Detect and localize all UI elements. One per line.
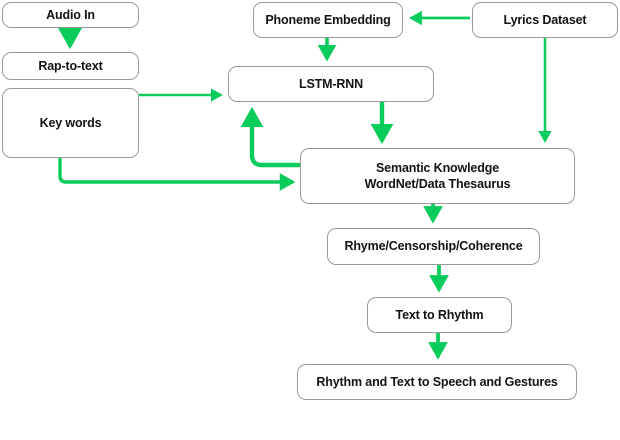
node-phoneme-embedding[interactable]: Phoneme Embedding (253, 2, 403, 38)
node-label: Lyrics Dataset (503, 12, 587, 27)
node-rhyme-censorship[interactable]: Rhyme/Censorship/Coherence (327, 228, 540, 265)
node-rhythm-speech[interactable]: Rhythm and Text to Speech and Gestures (297, 364, 577, 400)
edge-semantic-to-lstm (240, 106, 300, 168)
node-audio-in[interactable]: Audio In (2, 2, 139, 28)
node-label: LSTM-RNN (298, 76, 364, 91)
node-rap-to-text[interactable]: Rap-to-text (2, 52, 139, 80)
node-lyrics-dataset[interactable]: Lyrics Dataset (472, 2, 618, 38)
node-label: Semantic Knowledge WordNet/Data Thesauru… (364, 160, 511, 192)
node-label: Key words (39, 115, 102, 130)
node-key-words[interactable]: Key words (2, 88, 139, 158)
node-label: Rap-to-text (38, 58, 103, 73)
node-semantic-knowledge[interactable]: Semantic Knowledge WordNet/Data Thesauru… (300, 148, 575, 204)
node-label: Audio In (46, 7, 95, 22)
node-label: Text to Rhythm (395, 307, 484, 322)
node-text-to-rhythm[interactable]: Text to Rhythm (367, 297, 512, 333)
node-label: Rhyme/Censorship/Coherence (344, 239, 523, 254)
node-lstm-rnn[interactable]: LSTM-RNN (228, 66, 434, 102)
node-label: Phoneme Embedding (265, 12, 391, 27)
edge-keywords-to-semantic (58, 158, 296, 191)
node-label: Rhythm and Text to Speech and Gestures (316, 374, 558, 389)
